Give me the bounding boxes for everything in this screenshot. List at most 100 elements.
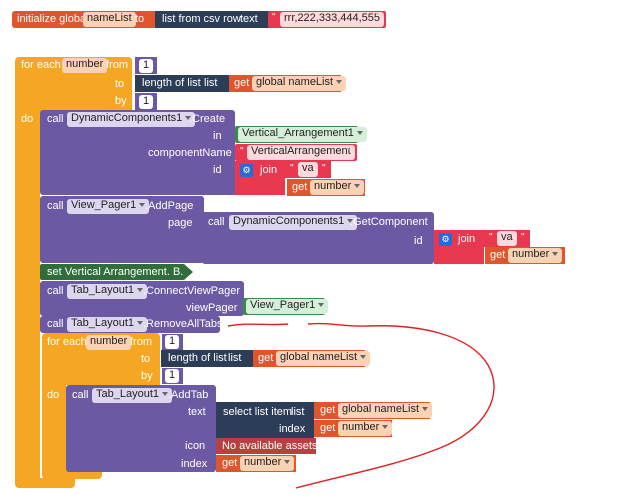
vertical-arrangement-dropdown[interactable]: Vertical_Arrangement1 [238,127,367,142]
init-var-name-field[interactable]: nameList [83,12,136,27]
addtab-call-label: call [72,389,89,401]
getcomponent-method-label: .GetComponent [350,216,428,228]
addpage-va-field[interactable]: va [497,231,517,246]
getcomponent-id-label: id [414,235,423,247]
inner-get-label: get [258,352,274,364]
get-var-text: global nameList [342,403,420,415]
create-method-label: .Create [189,113,226,125]
create-component-text: DynamicComponents1 [71,112,183,124]
addpage-component-dropdown[interactable]: View_Pager1 [67,199,150,214]
foreach-outer-by-label: by [115,95,127,107]
addpage-method-label: .AddPage [145,200,194,212]
quote-open: " [240,146,244,157]
inner-length-of-list-block[interactable] [161,350,261,367]
by-number-field[interactable]: 1 [139,95,153,109]
getcomponent-call-label: call [208,216,225,228]
from-number-field[interactable]: 1 [139,59,153,73]
select-get-number-label: get [320,422,336,434]
addpage-get-label: get [490,249,506,261]
set-vertical-arrangement-label: set Vertical Arrangement. B... [47,266,190,278]
select-list-label: list [291,406,305,418]
foreach-inner-by-label: by [141,370,153,382]
quote-close: " [348,146,352,157]
gear-icon[interactable]: ⚙ [240,164,253,177]
addpage-join-label: join [458,233,476,245]
inner-by-number-field[interactable]: 1 [165,369,179,383]
connect-component-text: Tab_Layout1 [71,284,134,296]
removeall-call-label: call [47,318,64,330]
select-get-label: get [320,404,336,416]
addtab-get-number-dropdown[interactable]: number [240,456,295,471]
select-get-number-dropdown[interactable]: number [338,421,393,436]
create-join-label: join [260,164,278,176]
foreach-inner-bottom [42,470,102,479]
length-of-list-block[interactable] [135,75,235,92]
create-get-number-dropdown[interactable]: number [310,180,365,195]
foreach-outer-bottom [15,478,75,488]
addpage-call-label: call [47,200,64,212]
connect-call-label: call [47,285,64,297]
set-vertical-arrangement-block[interactable] [40,264,185,280]
no-assets-block[interactable] [216,438,316,454]
addpage-get-number-dropdown[interactable]: number [508,248,563,263]
list-from-csv-label: list from csv row [162,13,241,25]
chevron-down-icon [137,321,143,326]
get-var-text: global nameList [280,351,358,363]
create-va-field[interactable]: va [298,162,318,177]
quote-open: " [489,232,493,243]
chevron-down-icon [137,288,143,293]
foreach-inner-var-field[interactable]: number [86,335,132,350]
removeall-component-text: Tab_Layout1 [71,317,134,329]
addtab-component-dropdown[interactable]: Tab_Layout1 [92,388,172,403]
length-of-list-label: length of list [142,77,201,89]
get-var-text: number [244,456,282,468]
chevron-down-icon [185,116,192,121]
connect-component-dropdown[interactable]: Tab_Layout1 [67,284,147,299]
viewpager-value-text: View_Pager1 [250,299,316,311]
connect-viewpager-label: viewPager [186,302,238,314]
get-var-text: global nameList [256,76,334,88]
addtab-component-text: Tab_Layout1 [96,388,159,400]
addtab-index-label: index [181,458,208,470]
list-from-csv-block[interactable] [155,11,270,28]
csv-text-field[interactable]: rrr,222,333,444,555 [280,12,385,27]
select-get-namelist-dropdown[interactable]: global nameList [338,403,433,418]
select-list-item-label: select list item [223,406,293,418]
removeall-component-dropdown[interactable]: Tab_Layout1 [67,317,147,332]
get-label: get [234,77,250,89]
addpage-component-text: View_Pager1 [71,199,137,211]
foreach-outer-label: for each [21,59,61,71]
quote-close: " [521,232,525,243]
quote-open: " [290,163,294,174]
foreach-inner-from-label: from [130,336,152,348]
create-block-right [225,128,235,195]
create-id-label: id [213,164,222,176]
foreach-inner-do-label: do [47,389,60,401]
foreach-outer-from-label: from [106,59,128,71]
in-value-text: Vertical_Arrangement1 [242,127,354,139]
inner-length-of-list-label: length of list [168,352,227,364]
select-list-item-block[interactable] [216,402,314,438]
addtab-text-label: text [188,406,206,418]
componentname-label: componentName [148,147,232,159]
viewpager-component-dropdown[interactable]: View_Pager1 [246,299,329,314]
create-in-label: in [213,130,222,142]
inner-get-global-namelist-dropdown[interactable]: global nameList [276,351,371,366]
foreach-inner-spine [42,383,66,473]
chevron-down-icon [356,131,363,136]
get-global-namelist-dropdown[interactable]: global nameList [252,76,347,91]
quote-open: " [272,12,276,23]
create-component-dropdown[interactable]: DynamicComponents1 [67,112,196,127]
addtab-icon-label: icon [185,440,206,452]
connect-method-label: .ConnectViewPager [143,285,241,297]
getcomponent-component-dropdown[interactable]: DynamicComponents1 [229,215,358,230]
componentname-text-field[interactable]: VerticalArrangement [247,145,355,160]
init-global-label: initialize global [17,13,89,25]
create-call-label: call [47,113,64,125]
inner-from-number-field[interactable]: 1 [165,335,179,349]
foreach-outer-var-field[interactable]: number [62,58,108,73]
gear-icon[interactable]: ⚙ [439,233,452,246]
chevron-down-icon [354,184,361,189]
create-get-label: get [292,181,308,193]
